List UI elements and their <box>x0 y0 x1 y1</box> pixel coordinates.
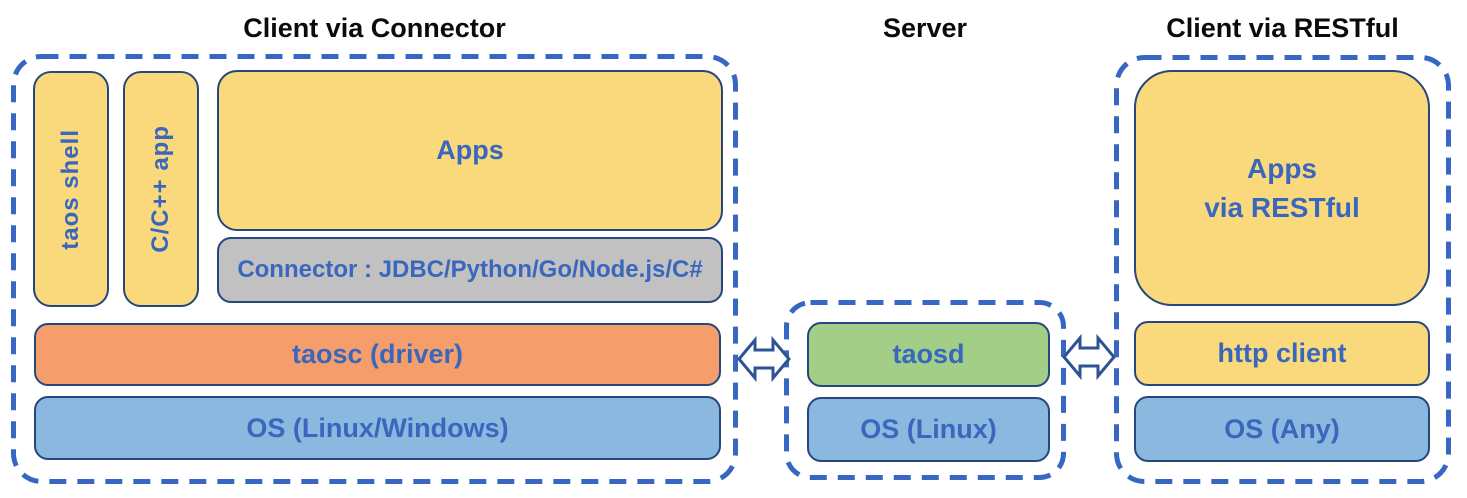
os-linux-label: OS (Linux) <box>860 414 997 444</box>
apps-via-restful-label: Apps via RESTful <box>1204 152 1360 223</box>
box-taos-shell: taos shell <box>33 71 109 307</box>
box-http-client: http client <box>1134 321 1430 386</box>
box-connector: Connector : JDBC/Python/Go/Node.js/C# <box>217 237 723 303</box>
client-server-double-arrow-icon <box>737 335 791 383</box>
os-linux-windows-label: OS (Linux/Windows) <box>246 412 509 443</box>
box-taosc-driver: taosc (driver) <box>34 323 721 386</box>
os-any-label: OS (Any) <box>1224 413 1340 444</box>
box-cpp-app: C/C++ app <box>123 71 199 307</box>
connector-label: Connector : JDBC/Python/Go/Node.js/C# <box>237 256 703 283</box>
connector-client-group-boundary <box>11 54 738 484</box>
box-os-linux-windows: OS (Linux/Windows) <box>34 396 721 460</box>
taos-shell-label: taos shell <box>57 128 84 250</box>
box-os-any: OS (Any) <box>1134 396 1430 462</box>
box-apps-via-restful: Apps via RESTful <box>1134 70 1430 306</box>
restful-client-group-boundary <box>1114 55 1451 484</box>
taosc-driver-label: taosc (driver) <box>291 339 464 369</box>
box-apps: Apps <box>217 70 723 231</box>
taosd-label: taosd <box>892 339 965 369</box>
box-os-linux: OS (Linux) <box>807 397 1050 462</box>
server-restful-double-arrow-icon <box>1062 333 1116 381</box>
apps-label: Apps <box>436 135 504 165</box>
cpp-app-label: C/C++ app <box>147 125 174 253</box>
server-group-boundary <box>784 300 1066 480</box>
section-title-server: Server <box>882 13 968 43</box>
http-client-label: http client <box>1217 338 1347 368</box>
section-title-client-via-restful: Client via RESTful <box>1166 13 1399 43</box>
section-title-client-via-connector: Client via Connector <box>243 13 506 43</box>
box-taosd: taosd <box>807 322 1050 387</box>
